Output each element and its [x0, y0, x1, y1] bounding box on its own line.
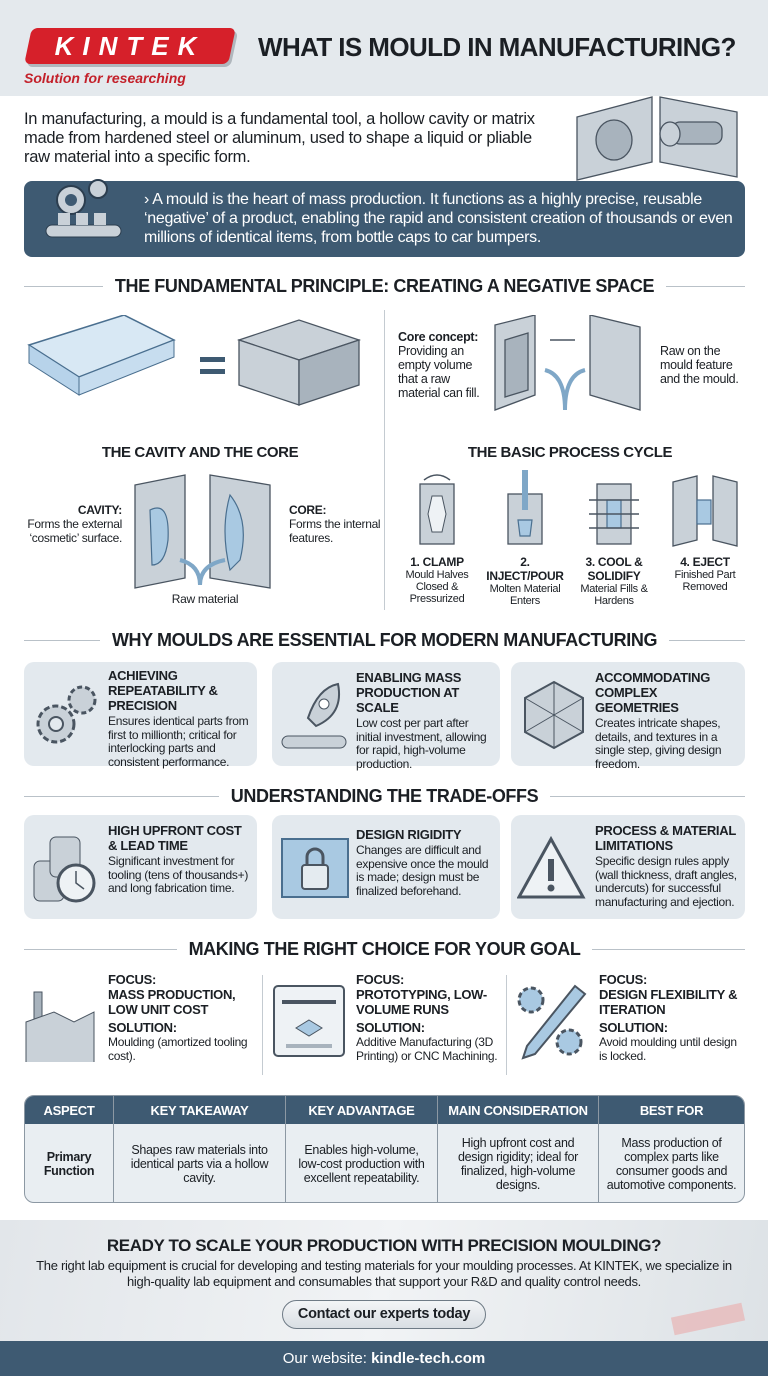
warning-icon [517, 835, 586, 899]
page-title: WHAT IS MOULD IN MANUFACTURING? [258, 32, 736, 62]
cavity-label: CAVITY:Forms the external ‘cosmetic’ sur… [27, 503, 122, 545]
process-step: 2. INJECT/POUR Molten Material Enters [482, 470, 568, 607]
clamp-icon [419, 474, 455, 545]
open-mould-illustration [494, 315, 641, 411]
process-cycle-heading: THE BASIC PROCESS CYCLE [467, 444, 673, 461]
tagline: Solution for researching [24, 70, 186, 86]
cta-section: READY TO SCALE YOUR PRODUCTION WITH PREC… [0, 1220, 768, 1341]
rocket-icon [281, 682, 347, 749]
pencil-gears-icon [517, 984, 587, 1060]
vertical-divider [384, 310, 385, 610]
ice-tray-mould-illustration [27, 315, 362, 406]
cta-text: The right lab equipment is crucial for d… [36, 1258, 732, 1289]
section-heading-tradeoffs: UNDERSTANDING THE TRADE-OFFS [24, 786, 745, 807]
footer: Our website: kindle-tech.com [0, 1341, 768, 1376]
website-link[interactable]: kindle-tech.com [371, 1350, 486, 1367]
cavity-core-heading: THE CAVITY AND THE CORE [101, 444, 299, 461]
cta-title: READY TO SCALE YOUR PRODUCTION WITH PREC… [106, 1236, 662, 1255]
coins-clock-icon [33, 836, 96, 903]
section-heading-essential: WHY MOULDS ARE ESSENTIAL FOR MODERN MANU… [24, 630, 745, 651]
kintek-stamp [670, 1302, 746, 1336]
chevron-right-icon: › [144, 191, 153, 208]
divider [262, 975, 263, 1075]
process-step: 4. EJECT Finished Part Removed [660, 470, 750, 605]
factory-icon [25, 991, 95, 1062]
3d-printer-icon [273, 985, 345, 1057]
summary-table: ASPECT KEY TAKEAWAY KEY ADVANTAGE MAIN C… [24, 1095, 745, 1203]
process-steps: 1. CLAMP Mould Halves Closed & Pressuriz… [392, 470, 752, 607]
divider [506, 975, 507, 1075]
gears-icon [36, 685, 97, 744]
mould-illustration [576, 96, 738, 181]
eject-icon [672, 475, 738, 547]
polyhedron-icon [524, 680, 584, 750]
raw-mould-text: Raw on the mould feature and the mould. [660, 344, 739, 386]
gears-conveyor-icon [45, 179, 122, 238]
banner-text: › A mould is the heart of mass productio… [144, 191, 733, 246]
core-concept: Core concept:Providing an empty volume t… [398, 330, 480, 400]
contact-experts-button[interactable]: Contact our experts today [282, 1300, 486, 1329]
table-row: Primary Function Shapes raw materials in… [25, 1124, 744, 1202]
inject-icon [507, 470, 543, 545]
section-heading-choice: MAKING THE RIGHT CHOICE FOR YOUR GOAL [24, 939, 745, 960]
raw-material-label: Raw material [171, 592, 239, 606]
blueprint-lock-icon [281, 838, 349, 898]
core-label: CORE:Forms the internal features. [289, 503, 381, 545]
cavity-core-illustration [134, 474, 271, 589]
process-step: 1. CLAMP Mould Halves Closed & Pressuriz… [392, 470, 482, 605]
intro-text: In manufacturing, a mould is a fundament… [24, 110, 535, 166]
process-step: 3. COOL & SOLIDIFY Material Fills & Hard… [568, 470, 660, 607]
info-banner: › A mould is the heart of mass productio… [24, 179, 745, 257]
header: KINTEK Solution for researching WHAT IS … [0, 0, 768, 96]
section-heading-principle: THE FUNDAMENTAL PRINCIPLE: CREATING A NE… [24, 276, 745, 297]
kintek-logo: KINTEK [24, 28, 236, 64]
table-header: ASPECT KEY TAKEAWAY KEY ADVANTAGE MAIN C… [25, 1096, 744, 1124]
cool-solidify-icon [589, 483, 639, 545]
